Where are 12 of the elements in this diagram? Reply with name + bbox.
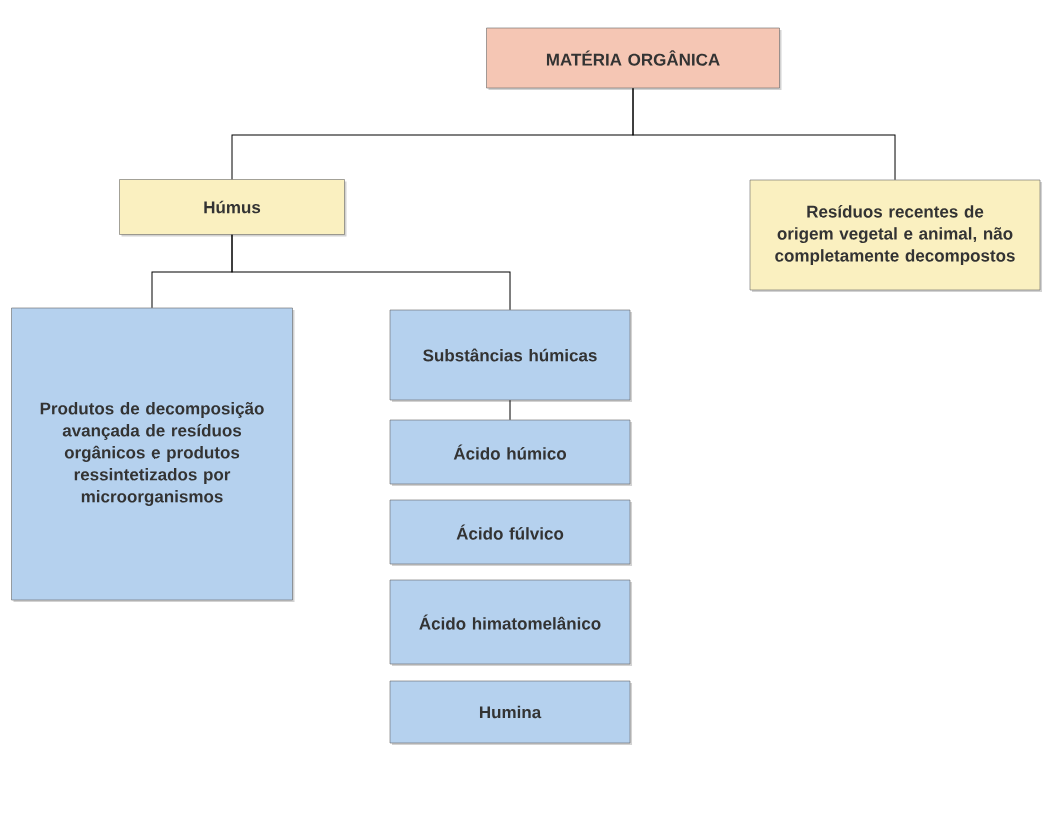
connector-line	[231, 234, 511, 311]
item-box: Humina	[389, 680, 632, 745]
connector-line	[632, 87, 896, 181]
item-box: Ácido fúlvico	[389, 499, 632, 566]
connector-line	[509, 399, 511, 421]
item-box: Ácido húmico	[389, 419, 632, 486]
description-box: Produtos de decomposição avançada de resíduos orgânicos e produtos ressintetizados por microorganismos	[11, 307, 295, 602]
item-box: Ácido himatomelânico	[389, 579, 632, 666]
category-box: Resíduos recentes de origem vegetal e animal, não completamente decompostos	[749, 179, 1042, 292]
category-box: Substâncias húmicas	[389, 309, 632, 402]
title-box: MATÉRIA ORGÂNICA	[486, 27, 782, 90]
category-box: Húmus	[119, 179, 347, 237]
